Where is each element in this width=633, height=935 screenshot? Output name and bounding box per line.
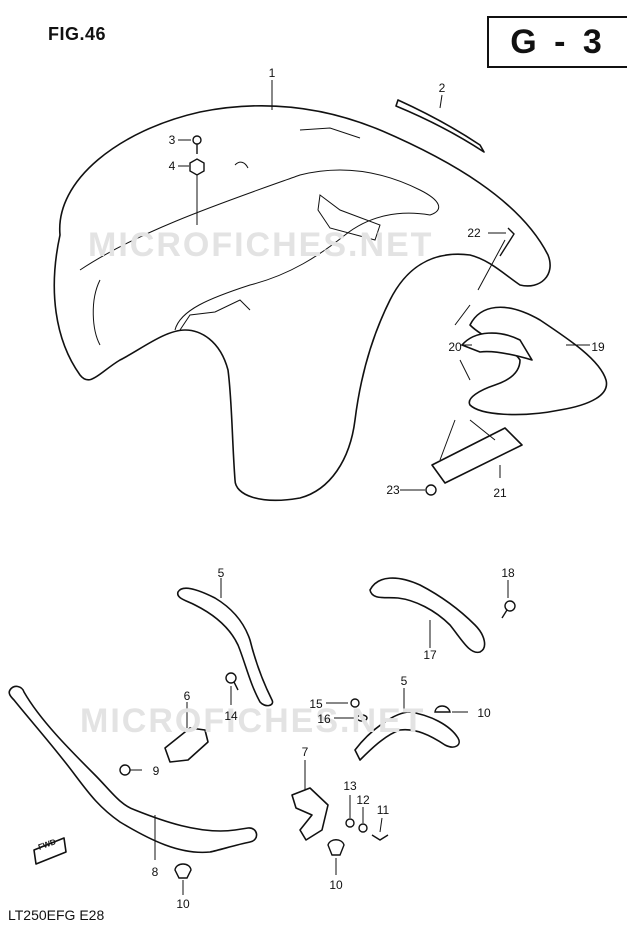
rear-fender: [53, 104, 551, 502]
model-code: LT250EFG E28: [8, 907, 105, 923]
callout-9: 9: [152, 764, 160, 778]
support-bracket: [291, 787, 329, 841]
callout-18: 18: [501, 566, 515, 580]
carrier-bracket: [369, 577, 486, 654]
trim-strip: [395, 99, 485, 153]
figure-title: FIG.46: [48, 24, 107, 44]
callout-5-lower: 5: [400, 674, 408, 688]
callout-16: 16: [317, 712, 331, 726]
callout-12: 12: [356, 793, 370, 807]
callout-14: 14: [224, 709, 238, 723]
small-bracket: [164, 727, 209, 763]
section-code: G - 3: [487, 16, 627, 68]
support-rod: [8, 685, 258, 854]
watermark-top: MICROFICHES.NET: [88, 226, 434, 264]
callout-3: 3: [168, 133, 176, 147]
callout-2: 2: [438, 81, 446, 95]
callout-17: 17: [423, 648, 437, 662]
mud-flap: [468, 306, 608, 416]
callout-22: 22: [467, 226, 481, 240]
callout-1: 1: [268, 66, 276, 80]
watermark-bottom: MICROFICHES.NET: [80, 702, 426, 740]
callout-15: 15: [309, 697, 323, 711]
fender-stay-upper: [176, 587, 274, 707]
fender-stay-lower: [354, 711, 460, 761]
callout-10-center: 10: [329, 878, 343, 892]
lower-bracket: [431, 427, 523, 484]
callout-23: 23: [386, 483, 400, 497]
callout-13: 13: [343, 779, 357, 793]
callout-8: 8: [151, 865, 159, 879]
callout-7: 7: [301, 745, 309, 759]
callout-11: 11: [376, 803, 390, 817]
callout-10-left: 10: [176, 897, 190, 911]
callout-10-right: 10: [477, 706, 491, 720]
callout-19: 19: [591, 340, 605, 354]
callout-5-upper: 5: [217, 566, 225, 580]
callout-21: 21: [493, 486, 507, 500]
callout-20: 20: [448, 340, 462, 354]
front-direction-marker: [33, 837, 67, 865]
callout-6: 6: [183, 689, 191, 703]
callout-4: 4: [168, 159, 176, 173]
flap-bracket: [461, 332, 533, 361]
